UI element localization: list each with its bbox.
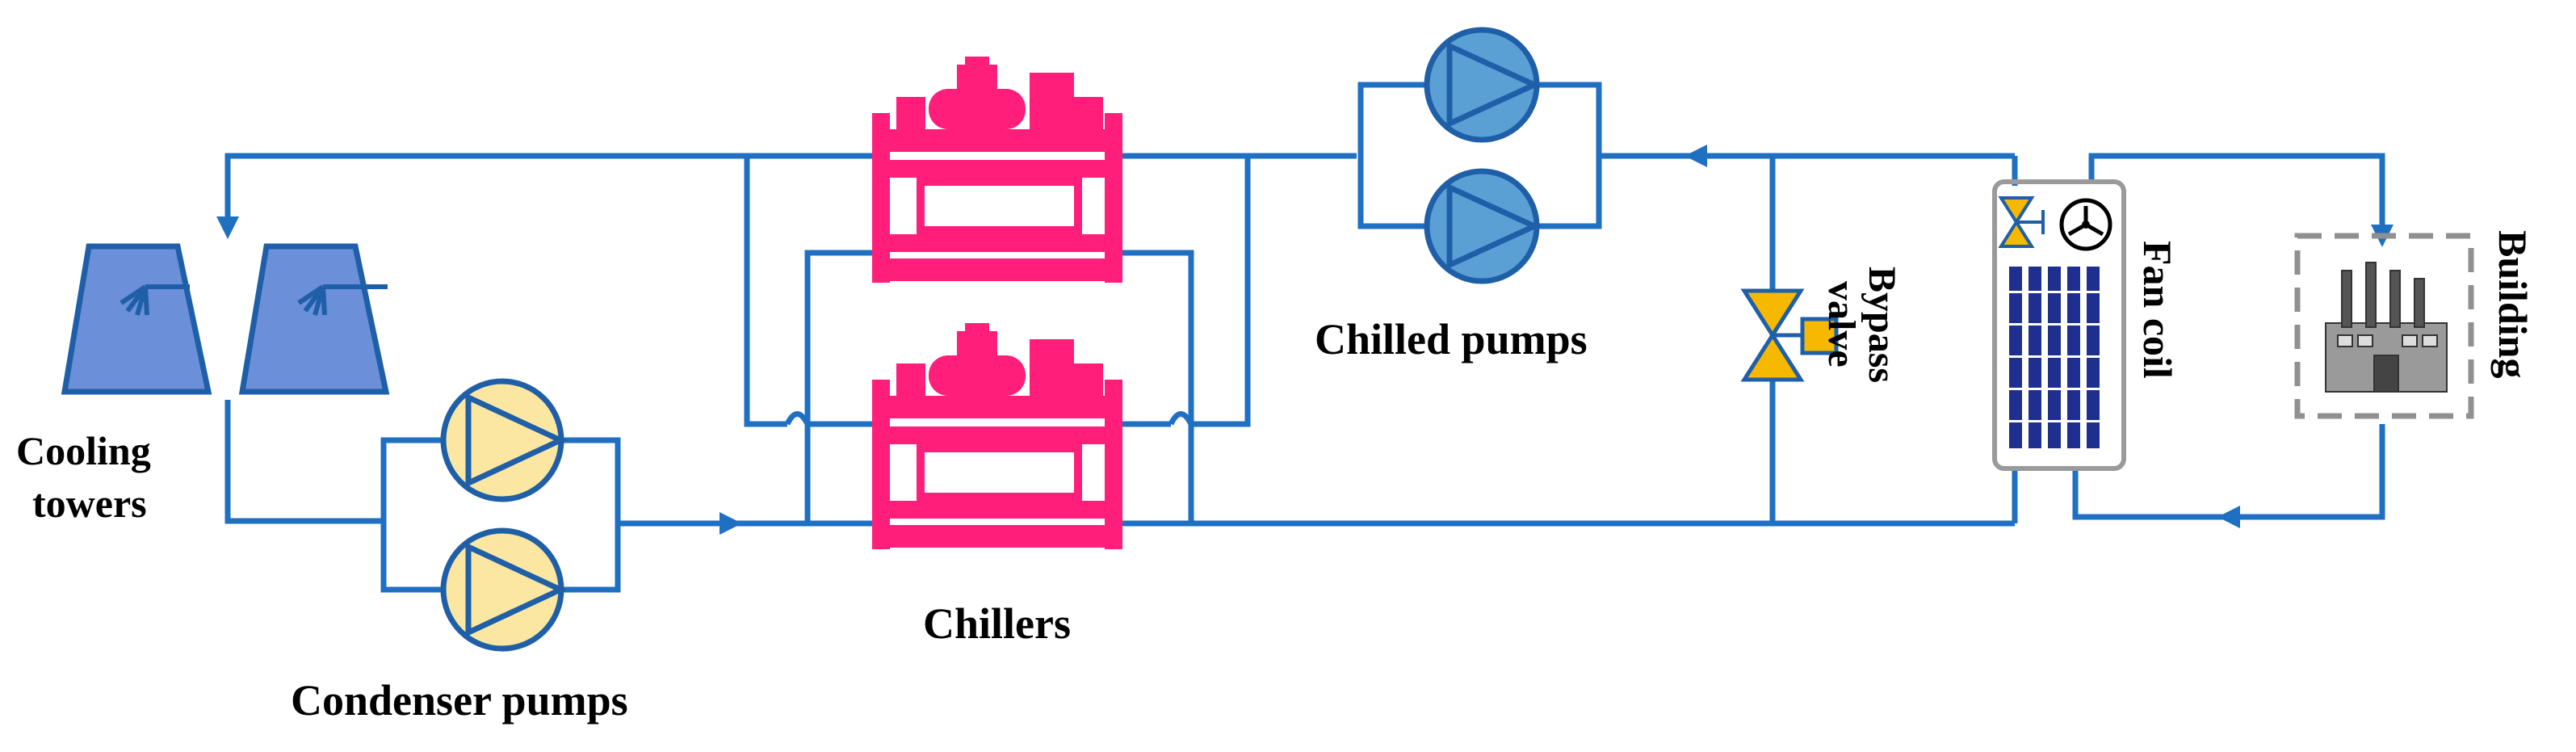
pump-icon <box>440 527 564 652</box>
condenser-pump-manifold-right <box>557 437 621 593</box>
cooling-towers-label-line1: Cooling <box>16 428 151 473</box>
condenser-pump-2 <box>440 527 568 652</box>
cooling-tower-icon <box>61 243 212 395</box>
crossover-hop-right <box>1168 156 1251 427</box>
condenser-pump-1 <box>440 378 568 502</box>
chiller1-evap-in <box>1122 250 1194 523</box>
chilled-pump-manifold-right <box>1534 82 1602 229</box>
chilled-pumps-label: Chilled pumps <box>1315 315 1588 363</box>
spray-nozzle-icon <box>120 284 190 316</box>
chiller1-cond-in <box>804 250 872 523</box>
chilled-pump-manifold-left <box>1357 82 1429 229</box>
cooling-tower-2 <box>238 243 390 395</box>
cooling-tower-icon <box>238 243 390 395</box>
building-supply-pipe <box>2088 153 2385 234</box>
chiller-2 <box>872 323 1122 549</box>
bypass-valve-label-line2: valve <box>1820 281 1863 368</box>
fan-coil-label: Fan coil <box>2135 241 2180 379</box>
pump-icon <box>1424 27 1540 143</box>
condenser-return-pipe <box>224 153 872 226</box>
building-icon <box>2325 262 2448 393</box>
chilled-pump-1 <box>1424 27 1542 143</box>
pump-icon <box>1424 168 1540 284</box>
bypass-valve <box>1740 288 1839 382</box>
chiller-icon <box>872 323 1122 549</box>
cooling-tower-1 <box>61 243 212 395</box>
chiller-cond-out <box>744 156 787 427</box>
cooling-towers-label-line2: towers <box>32 481 147 526</box>
fan-icon <box>2059 198 2112 251</box>
bypass-valve-label-line1: Bypass <box>1861 267 1903 383</box>
building-border <box>2294 233 2474 419</box>
crossover-hop-left <box>784 411 872 427</box>
pump-icon <box>440 378 564 502</box>
chiller-1 <box>872 57 1122 283</box>
fan-coil-housing <box>1992 179 2126 471</box>
building-label: Building <box>2490 230 2536 378</box>
tower-outlet-pipe <box>224 400 384 524</box>
fan-coil-unit <box>1992 179 2126 471</box>
spray-nozzle-icon <box>297 284 388 316</box>
condenser-pump-manifold-left <box>380 437 485 593</box>
building <box>2294 233 2474 419</box>
pipe-network <box>216 82 2393 593</box>
chillers-label: Chillers <box>923 599 1071 648</box>
chiller-icon <box>872 57 1122 283</box>
chilled-pump-2 <box>1424 168 1542 284</box>
condenser-pumps-label: Condenser pumps <box>291 676 628 725</box>
